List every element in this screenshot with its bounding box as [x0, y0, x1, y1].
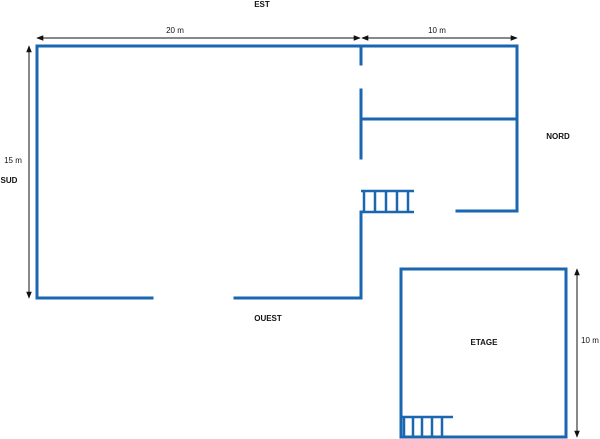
ground-floor-walls: [35, 44, 519, 300]
upper-floor-label: ETAGE: [471, 338, 499, 347]
ground-floor-staircase: [361, 189, 414, 214]
upper-floor-staircase: [401, 415, 453, 437]
dimension-main-height-label: 15 m: [4, 156, 22, 165]
dimension-upper-height-label: 10 m: [581, 336, 599, 345]
dimension-main-width-label: 20 m: [166, 26, 184, 35]
dimension-annex-width-label: 10 m: [428, 26, 446, 35]
compass-south-label: SUD: [1, 176, 18, 185]
upper-floor-walls: [399, 267, 568, 439]
dimension-lines: [26, 35, 580, 438]
upper-floor-outline: [399, 267, 568, 439]
plan-labels: EST NORD SUD OUEST ETAGE 20 m 10 m 15 m …: [1, 0, 600, 347]
compass-east-label: EST: [254, 0, 270, 9]
compass-north-label: NORD: [546, 132, 570, 141]
compass-west-label: OUEST: [254, 314, 282, 323]
